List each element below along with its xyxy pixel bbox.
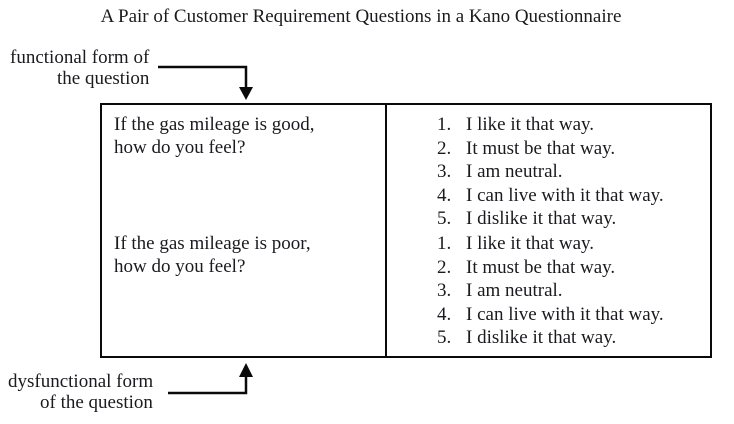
option-text: It must be that way. xyxy=(466,137,616,159)
options-cell-dysfunctional: 1. I like it that way. 2. It must be tha… xyxy=(387,224,710,356)
question-line: If the gas mileage is poor, xyxy=(114,233,311,254)
option-item: 3. I am neutral. xyxy=(387,279,710,303)
dysfunctional-connector xyxy=(168,376,248,395)
up-arrow-icon xyxy=(239,363,253,377)
option-number: 4. xyxy=(437,303,452,325)
functional-form-label-line2: the question xyxy=(57,68,150,89)
option-item: 4. I can live with it that way. xyxy=(387,184,710,208)
option-text: I like it that way. xyxy=(466,114,595,135)
option-number: 1. xyxy=(437,114,452,135)
question-line: how do you feel? xyxy=(114,256,246,277)
option-text: I am neutral. xyxy=(466,161,563,182)
option-text: I dislike it that way. xyxy=(466,327,617,348)
option-item: 2. It must be that way. xyxy=(387,256,710,280)
option-number: 5. xyxy=(437,327,452,348)
option-number: 2. xyxy=(437,137,452,159)
page-title: A Pair of Customer Requirement Questions… xyxy=(100,6,622,27)
question-cell-dysfunctional: If the gas mileage is poor, how do you f… xyxy=(102,224,387,356)
option-text: I can live with it that way. xyxy=(466,303,664,325)
option-item: 5. I dislike it that way. xyxy=(387,207,710,231)
option-item: 1. I like it that way. xyxy=(387,113,710,137)
option-item: 1. I like it that way. xyxy=(387,232,710,256)
option-number: 4. xyxy=(437,184,452,206)
option-text: I can live with it that way. xyxy=(466,184,664,206)
option-item: 3. I am neutral. xyxy=(387,160,710,184)
option-number: 1. xyxy=(437,233,452,254)
question-line: how do you feel? xyxy=(114,137,246,158)
dysfunctional-form-label: dysfunctional form of the question xyxy=(8,371,153,413)
functional-form-label-line1: functional form of xyxy=(10,47,150,68)
option-text: I like it that way. xyxy=(466,233,595,254)
dysfunctional-form-label-line1: dysfunctional form xyxy=(8,371,154,392)
down-arrow-icon xyxy=(239,87,253,100)
option-text: I am neutral. xyxy=(466,280,563,301)
dysfunctional-form-label-line2: of the question xyxy=(40,392,153,413)
options-cell-functional: 1. I like it that way. 2. It must be tha… xyxy=(387,105,710,229)
functional-form-label: functional form of the question xyxy=(10,47,149,89)
option-item: 2. It must be that way. xyxy=(387,137,710,161)
option-text: I dislike it that way. xyxy=(466,208,617,229)
kano-table: If the gas mileage is good, how do you f… xyxy=(100,103,712,358)
option-number: 3. xyxy=(437,280,452,301)
option-text: It must be that way. xyxy=(466,256,616,278)
option-number: 5. xyxy=(437,208,452,229)
option-item: 5. I dislike it that way. xyxy=(387,326,710,350)
option-number: 3. xyxy=(437,161,452,182)
question-cell-functional: If the gas mileage is good, how do you f… xyxy=(102,105,387,224)
question-line: If the gas mileage is good, xyxy=(114,114,315,135)
option-item: 4. I can live with it that way. xyxy=(387,303,710,327)
option-number: 2. xyxy=(437,256,452,278)
functional-connector xyxy=(158,65,248,88)
